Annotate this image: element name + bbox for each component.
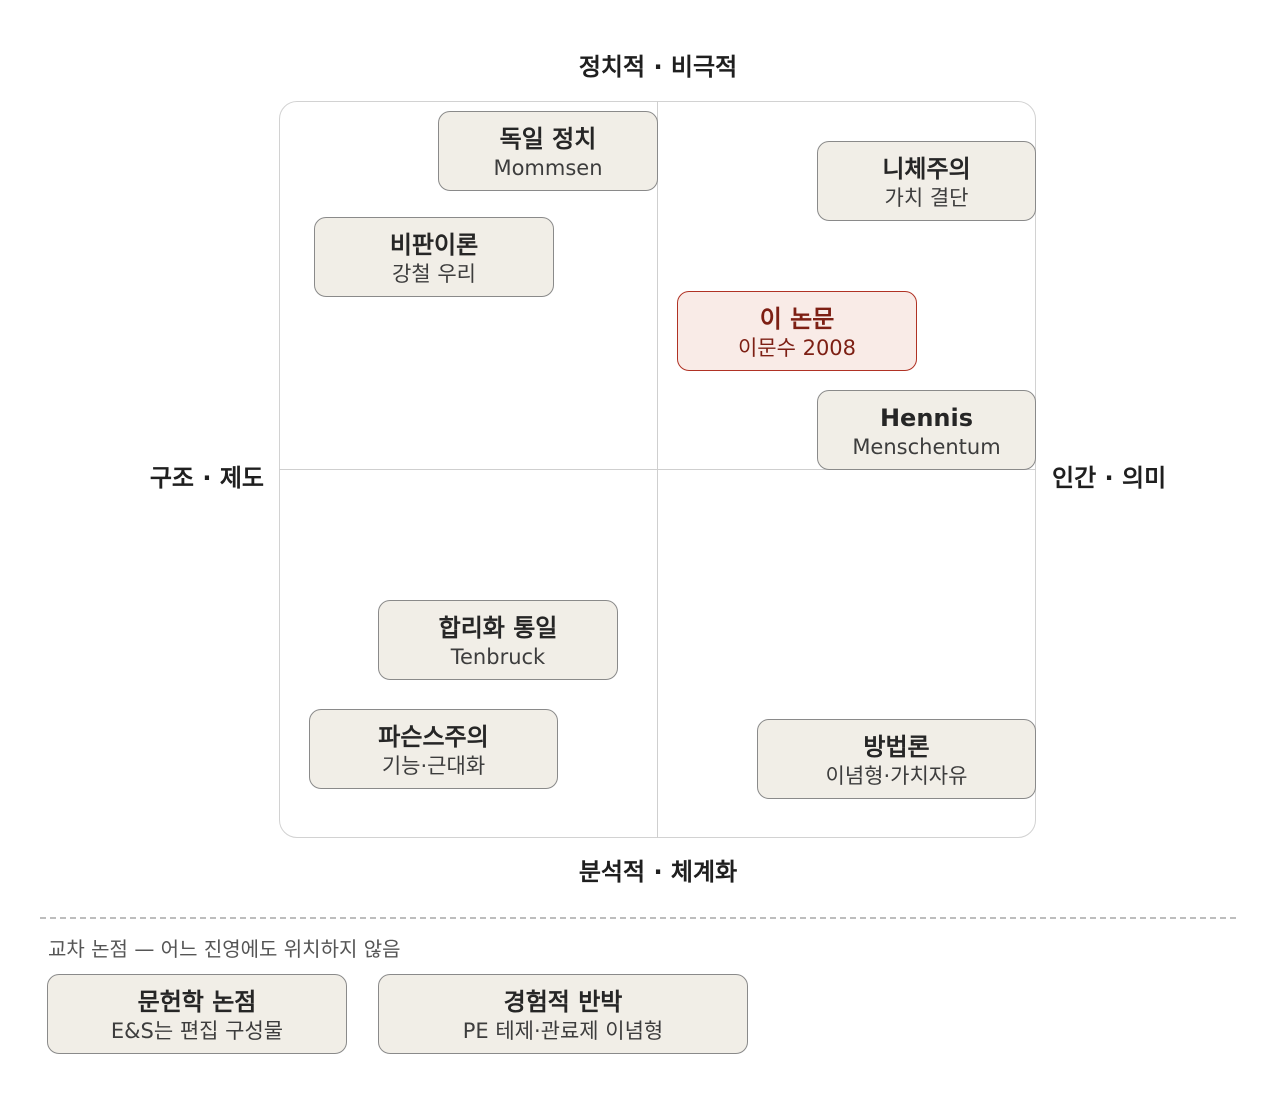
card-title: 파슨스주의 bbox=[378, 723, 489, 751]
axis-label-left: 구조 · 제도 bbox=[149, 464, 264, 492]
card-title: 독일 정치 bbox=[499, 125, 597, 153]
card-rationalization-unity: 합리화 통일 Tenbruck bbox=[378, 600, 618, 680]
card-parsonsianism: 파슨스주의 기능·근대화 bbox=[309, 709, 558, 789]
card-subtitle: Menschentum bbox=[852, 435, 1001, 459]
axis-label-top: 정치적 · 비극적 bbox=[578, 53, 738, 81]
card-german-politics: 독일 정치 Mommsen bbox=[438, 111, 658, 191]
cross-section-caption: 교차 논점 — 어느 진영에도 위치하지 않음 bbox=[48, 937, 401, 961]
card-title: 비판이론 bbox=[389, 231, 479, 259]
card-title: 경험적 반박 bbox=[503, 988, 623, 1016]
card-title: 이 논문 bbox=[759, 305, 835, 333]
card-this-paper: 이 논문 이문수 2008 bbox=[677, 291, 917, 371]
card-critical-theory: 비판이론 강철 우리 bbox=[314, 217, 554, 297]
card-subtitle: 기능·근대화 bbox=[381, 754, 486, 778]
section-divider bbox=[40, 917, 1236, 919]
card-subtitle: PE 테제·관료제 이념형 bbox=[462, 1019, 664, 1043]
card-empirical-rebuttal: 경험적 반박 PE 테제·관료제 이념형 bbox=[378, 974, 748, 1054]
card-subtitle: E&S는 편집 구성물 bbox=[110, 1019, 284, 1043]
card-nietzscheanism: 니체주의 가치 결단 bbox=[817, 141, 1036, 221]
card-philology-issue: 문헌학 논점 E&S는 편집 구성물 bbox=[47, 974, 347, 1054]
axis-label-bottom: 분석적 · 체계화 bbox=[578, 858, 738, 886]
card-title: 합리화 통일 bbox=[438, 614, 558, 642]
card-subtitle: 강철 우리 bbox=[392, 262, 476, 286]
card-title: 방법론 bbox=[863, 733, 930, 761]
card-methodology: 방법론 이념형·가치자유 bbox=[757, 719, 1036, 799]
card-hennis: Hennis Menschentum bbox=[817, 390, 1036, 470]
card-title: Hennis bbox=[879, 404, 974, 432]
card-subtitle: 이문수 2008 bbox=[737, 336, 857, 360]
card-subtitle: Tenbruck bbox=[450, 645, 546, 669]
horizontal-divider bbox=[279, 469, 1036, 470]
card-title: 문헌학 논점 bbox=[137, 988, 257, 1016]
card-title: 니체주의 bbox=[882, 155, 971, 183]
axis-label-right: 인간 · 의미 bbox=[1052, 464, 1167, 492]
card-subtitle: 이념형·가치자유 bbox=[825, 764, 968, 788]
card-subtitle: 가치 결단 bbox=[884, 186, 969, 210]
card-subtitle: Mommsen bbox=[493, 156, 603, 180]
